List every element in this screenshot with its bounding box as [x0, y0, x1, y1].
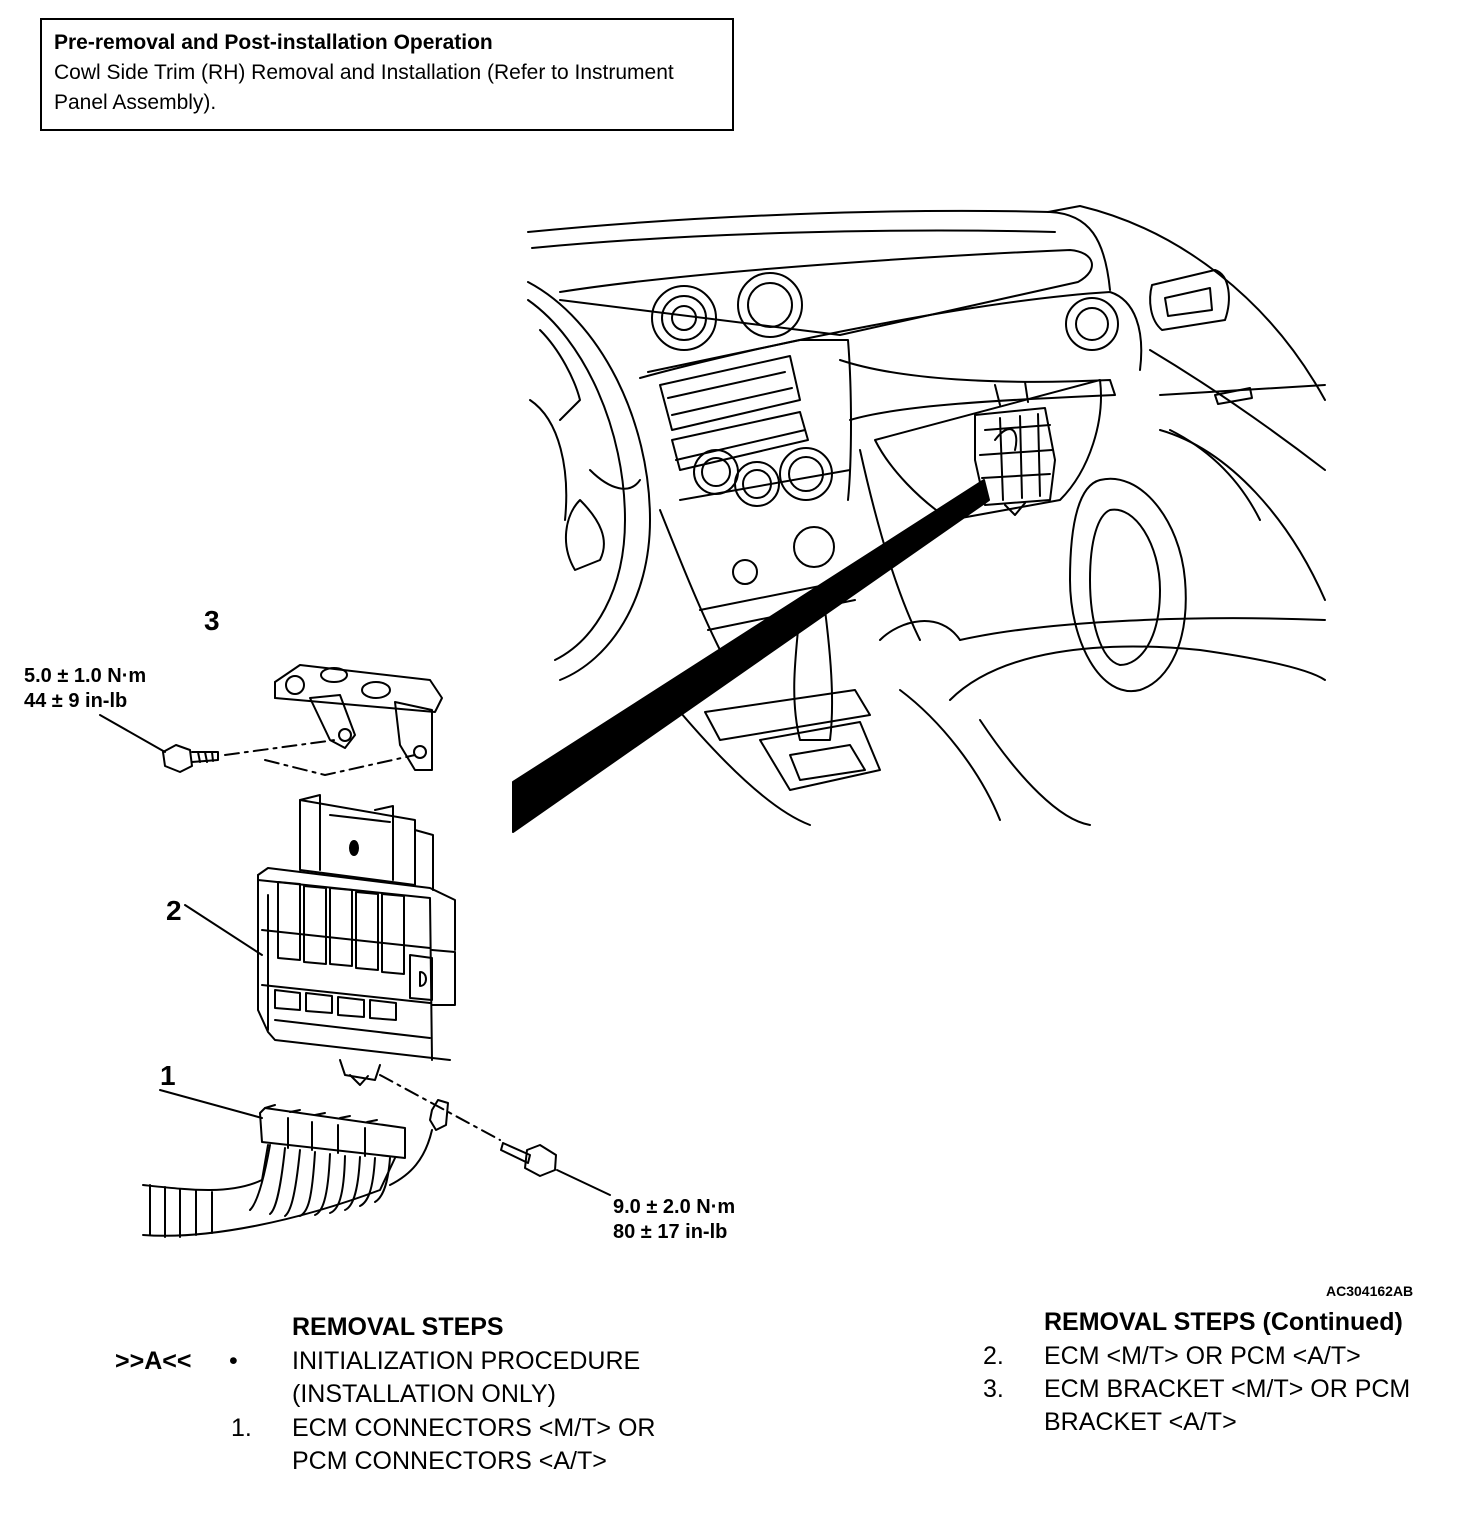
ecm-connectors-harness: [142, 1099, 449, 1238]
connector-bolt: [500, 1142, 557, 1177]
torque-bracket-bolt: 5.0 ± 1.0 N·m 44 ± 9 in-lb: [24, 664, 146, 714]
figure-code: AC304162AB: [1326, 1283, 1414, 1299]
callout-wedge: [512, 479, 990, 833]
pre-removal-note: Pre-removal and Post-installation Operat…: [40, 18, 734, 131]
callout-3: 3: [204, 605, 220, 636]
torque-connector-bolt: 9.0 ± 2.0 N·m 80 ± 17 in-lb: [613, 1195, 735, 1245]
callout-2: 2: [166, 895, 182, 926]
note-title: Pre-removal and Post-installation Operat…: [54, 31, 493, 54]
torque-connector-nm: 9.0 ± 2.0 N·m: [613, 1196, 736, 1218]
ecm-unit: [257, 794, 456, 1086]
torque-bracket-nm: 5.0 ± 1.0 N·m: [24, 665, 147, 687]
dashboard-view: [527, 205, 1326, 826]
torque-bracket-inlb: 44 ± 9 in-lb: [24, 690, 128, 712]
ecm-bracket: [274, 664, 443, 771]
torque-connector-inlb: 80 ± 17 in-lb: [613, 1221, 728, 1243]
note-body: Cowl Side Trim (RH) Removal and Installa…: [54, 61, 674, 114]
bracket-bolt: [162, 744, 219, 773]
callout-1: 1: [160, 1060, 176, 1091]
